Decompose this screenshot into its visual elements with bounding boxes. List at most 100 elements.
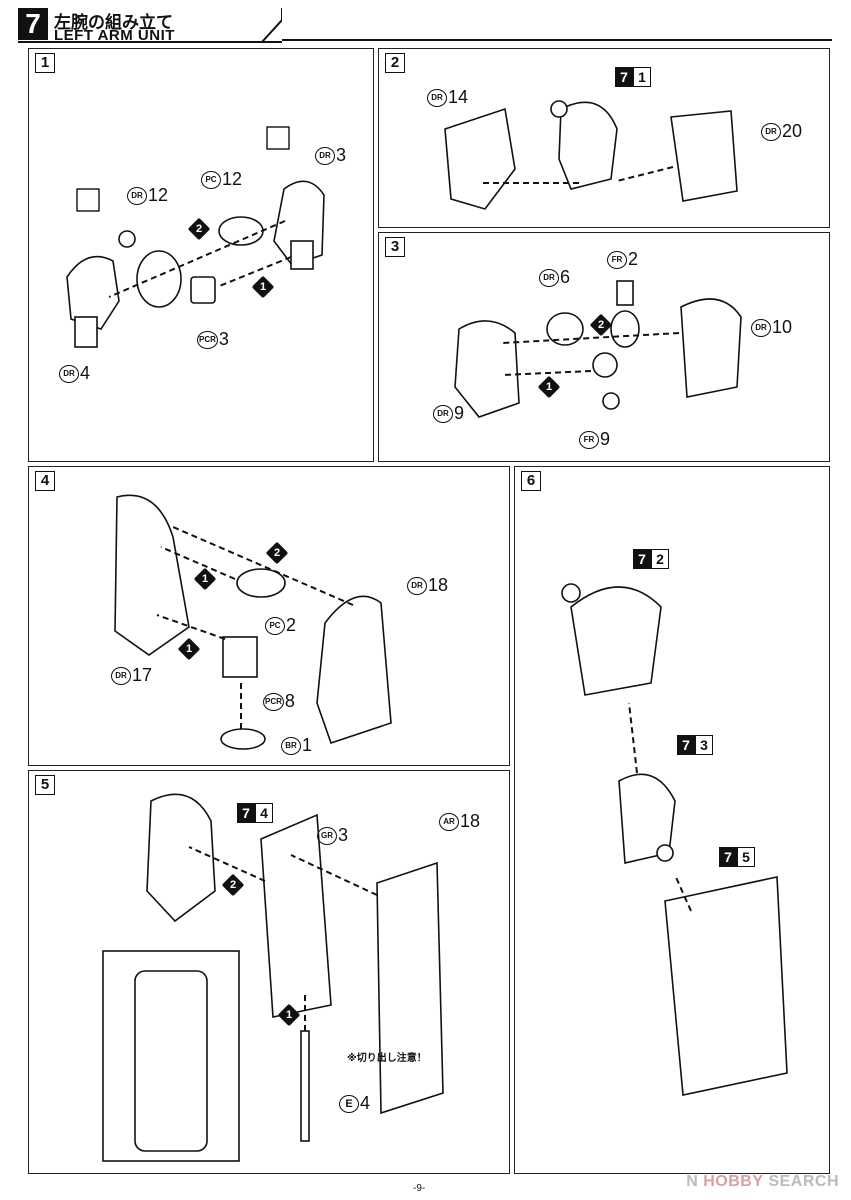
part-unit-75 [664, 876, 788, 1096]
part-dr18 [316, 595, 392, 745]
runner-badge: DR [539, 268, 559, 287]
assembly-arrow [290, 854, 378, 896]
page-number: -9- [413, 1183, 426, 1194]
unit-tag: 7 4 [237, 803, 273, 823]
hint-box-left [76, 188, 100, 212]
part-unit-73 [618, 773, 676, 864]
part-dr20 [670, 110, 738, 202]
panel-number: 2 [385, 53, 405, 73]
runner-badge: DR [127, 186, 147, 205]
watermark-prefix: N [686, 1173, 699, 1190]
part-number: 12 [148, 185, 169, 205]
part-label: PC 12 [201, 169, 242, 190]
part-unit-72 [570, 586, 662, 696]
runner-badge: PC [201, 170, 221, 189]
order-mark: 1 [537, 375, 561, 399]
runner-badge: FR [579, 430, 599, 449]
panel-3: 3 DR 6 FR 2 DR 10 DR 9 FR 9 2 1 [378, 232, 830, 462]
detail-inset [102, 950, 240, 1162]
part-label: DR 4 [59, 363, 90, 384]
part-number: 12 [222, 169, 243, 189]
part-lower-block [74, 316, 98, 348]
watermark: N HOBBY SEARCH [686, 1173, 839, 1191]
panel-number: 3 [385, 237, 405, 257]
detail-inset-part [134, 970, 208, 1152]
part-number: 2 [628, 249, 639, 269]
part-number: 14 [448, 87, 469, 107]
part-number: 18 [428, 575, 449, 595]
part-fr9-ball [602, 392, 620, 410]
panel-4-illustration [114, 494, 392, 750]
panel-1: 1 DR 3 DR 12 PC 12 PCR 3 DR [28, 48, 374, 462]
assembly-arrow-2 [108, 220, 286, 298]
assembly-arrow [616, 166, 674, 182]
part-label: DR 10 [751, 317, 792, 338]
part-br1 [220, 728, 266, 750]
part-number: 4 [360, 1093, 371, 1113]
order-mark: 2 [221, 873, 245, 897]
part-fr9 [592, 352, 618, 378]
runner-badge: BR [281, 736, 301, 755]
part-dr17 [114, 494, 190, 656]
part-label: E 4 [339, 1093, 370, 1114]
panel-6-illustration [561, 583, 788, 1096]
assembly-arrow-1b [156, 614, 226, 640]
runner-badge: DR [433, 404, 453, 423]
assembly-arrow-1 [216, 256, 292, 288]
part-number: 18 [460, 811, 481, 831]
part-number: 8 [284, 691, 295, 711]
part-ar18 [376, 861, 444, 1115]
runner-badge: DR [315, 146, 335, 165]
part-label: BR 1 [281, 735, 312, 756]
part-label: DR 12 [127, 185, 168, 206]
part-unit-74 [146, 793, 216, 923]
part-label: DR 9 [433, 403, 464, 424]
part-label: DR 17 [111, 665, 152, 686]
part-joint-block [290, 240, 314, 270]
part-label: FR 2 [607, 249, 638, 270]
runner-badge: DR [427, 88, 447, 107]
step-title-en: LEFT ARM UNIT [54, 27, 175, 44]
panel-number: 5 [35, 775, 55, 795]
panel-2-illustration [444, 100, 738, 210]
runner-badge: PCR [197, 330, 218, 349]
runner-badge: FR [607, 250, 627, 269]
part-label: PCR 8 [263, 691, 295, 712]
cutting-notice: ※切り出し注意！ [347, 1053, 427, 1064]
order-mark: 2 [265, 541, 289, 565]
part-fr2 [610, 310, 640, 348]
part-dr9 [454, 320, 520, 418]
order-mark: 2 [187, 217, 211, 241]
part-label: PCR 3 [197, 329, 229, 350]
part-number: 3 [218, 329, 229, 349]
part-number: 10 [772, 317, 793, 337]
unit-tag: 7 3 [677, 735, 713, 755]
order-mark: 1 [251, 275, 275, 299]
order-mark: 1 [193, 567, 217, 591]
part-label: GR 3 [317, 825, 348, 846]
assembly-arrow-2 [188, 846, 266, 882]
step-header: 7 左腕の組み立て LEFT ARM UNIT [18, 8, 282, 44]
panel-number: 1 [35, 53, 55, 73]
part-ball [561, 583, 581, 603]
part-label: PC 2 [265, 615, 296, 636]
assembly-arrow [628, 702, 638, 774]
part-dr10 [680, 298, 742, 398]
part-number: 4 [80, 363, 91, 383]
part-ball [118, 230, 136, 248]
panel-3-illustration [454, 280, 742, 418]
part-unit-71 [558, 101, 618, 190]
step-number: 7 [18, 8, 48, 40]
header-rule [282, 39, 832, 41]
part-number: 2 [286, 615, 297, 635]
part-pcr8 [222, 636, 258, 678]
panel-6: 6 7 2 7 3 7 5 [514, 466, 830, 1174]
part-gear-ring [136, 250, 182, 308]
panel-5-illustration [102, 793, 444, 1162]
assembly-arrow-2 [502, 332, 680, 344]
part-number: 3 [336, 145, 347, 165]
part-number: 20 [782, 121, 803, 141]
assembly-arrow-2 [172, 526, 354, 606]
part-number: 9 [600, 429, 611, 449]
runner-badge: AR [439, 812, 459, 831]
